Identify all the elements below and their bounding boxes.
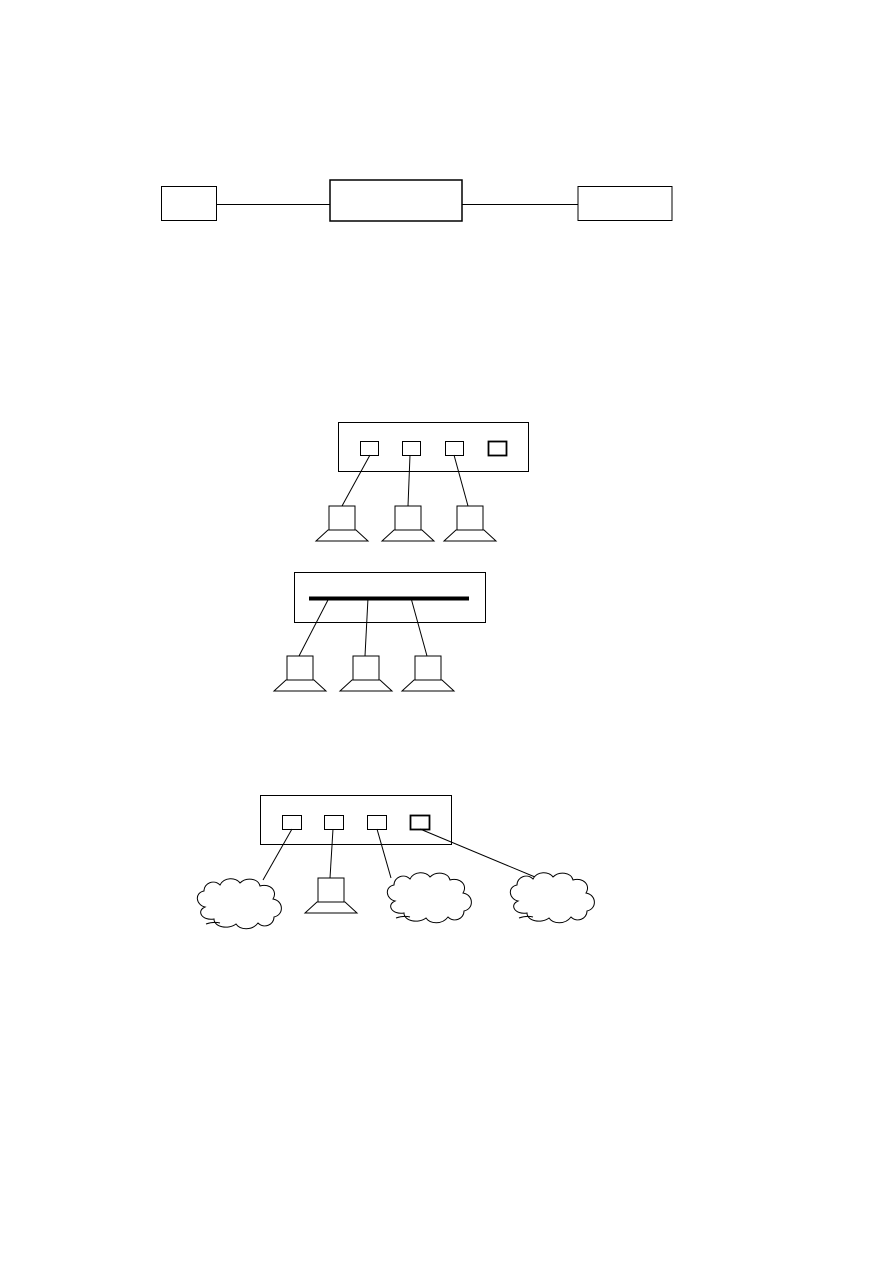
bus-link-3 — [410, 597, 428, 657]
bus-link-1 — [298, 597, 330, 657]
hub-port-1 — [360, 441, 379, 456]
left-node-box — [161, 186, 217, 221]
router-port-2 — [324, 815, 344, 830]
router-diagram — [196, 795, 595, 930]
link-chain-diagram — [161, 179, 673, 222]
center-node-box — [329, 179, 463, 222]
hub-link-3 — [453, 454, 469, 507]
hub-link-2 — [407, 454, 411, 507]
router-link-1 — [262, 828, 293, 881]
router-port-4 — [409, 814, 431, 831]
computer-icon — [304, 877, 358, 914]
network-cloud-icon — [509, 872, 595, 924]
hub-diagram — [315, 422, 529, 542]
hub-link-1 — [341, 454, 371, 507]
computer-icon — [339, 655, 393, 692]
router-link-2 — [329, 828, 334, 879]
network-cloud-icon — [196, 878, 282, 930]
router-port-1 — [282, 815, 302, 830]
computer-icon — [315, 505, 369, 542]
router-port-3 — [367, 815, 387, 830]
hub-port-4 — [487, 440, 508, 457]
hub-port-2 — [402, 441, 421, 456]
right-node-box — [577, 186, 673, 221]
network-cloud-icon — [386, 872, 472, 924]
computer-icon — [381, 505, 435, 542]
bus-diagram — [273, 572, 486, 692]
hub-port-3 — [445, 441, 464, 456]
router-link-4 — [419, 828, 536, 878]
computer-icon — [401, 655, 455, 692]
computer-icon — [443, 505, 497, 542]
router-link-3 — [376, 828, 392, 879]
bus-link-2 — [364, 597, 369, 657]
computer-icon — [273, 655, 327, 692]
